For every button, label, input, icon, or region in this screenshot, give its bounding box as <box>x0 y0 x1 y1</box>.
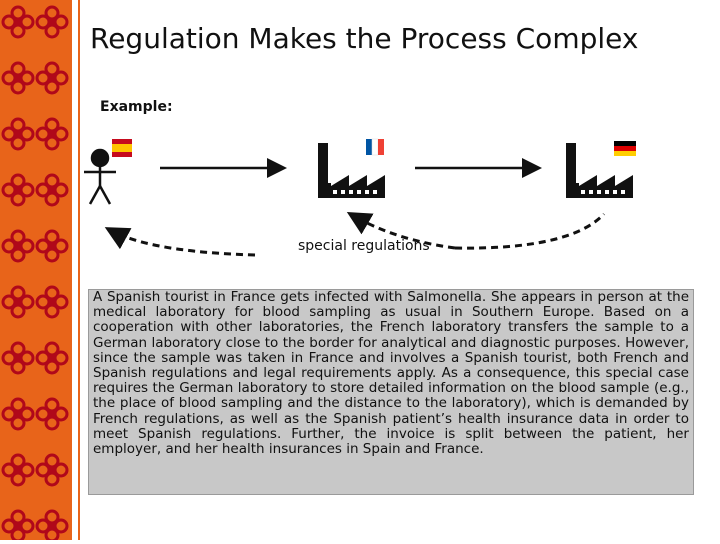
special-regulations-label: special regulations <box>298 238 430 254</box>
dashed-arrow-from-german-lab <box>454 212 606 250</box>
dashed-arrow-to-french-lab <box>346 211 456 250</box>
factory-icon <box>318 143 385 198</box>
germany-flag-icon <box>614 141 636 156</box>
factory-icon <box>566 143 633 198</box>
example-label: Example: <box>100 99 173 115</box>
decorative-sidebar <box>0 0 72 543</box>
sidebar-divider <box>78 0 80 540</box>
process-diagram <box>84 138 636 257</box>
scenario-description: A Spanish tourist in France gets infecte… <box>88 289 694 495</box>
france-flag-icon <box>366 138 384 156</box>
spain-flag-icon <box>112 139 132 157</box>
slide-title: Regulation Makes the Process Complex <box>90 22 639 55</box>
dashed-arrow-from-patient <box>104 227 256 257</box>
person-icon <box>84 148 116 205</box>
